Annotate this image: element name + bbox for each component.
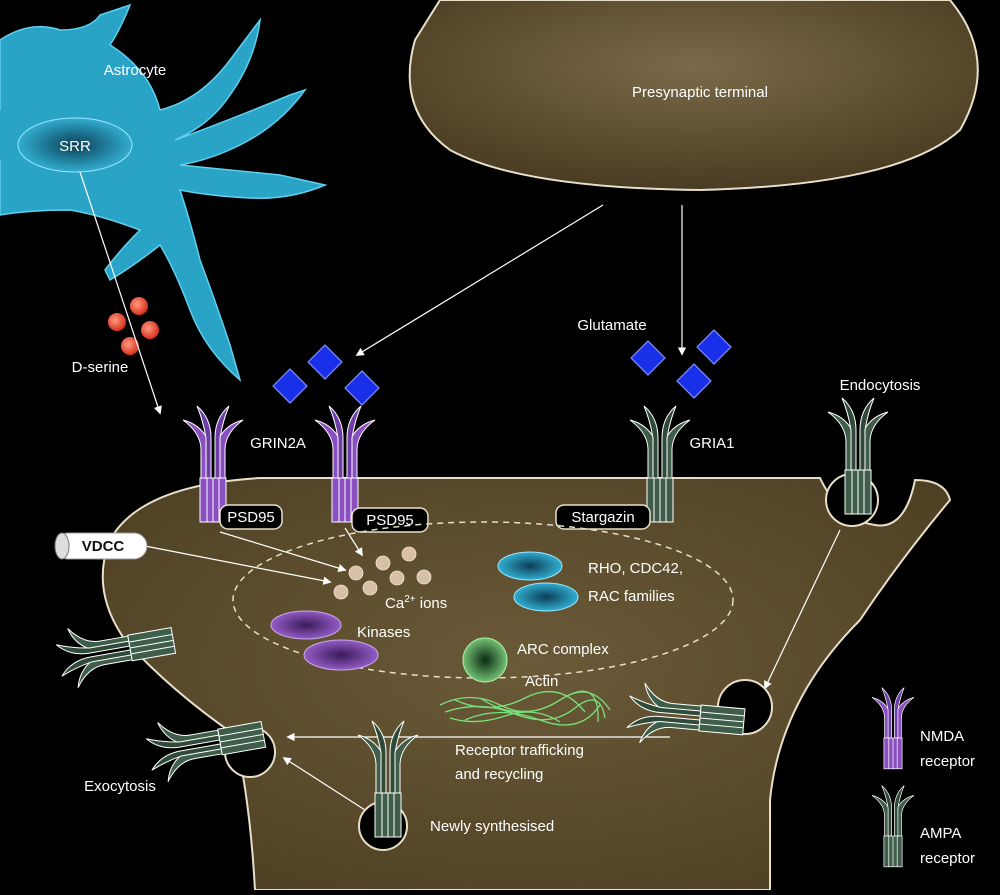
calcium-label: Ca2+ ions [385, 594, 447, 612]
glutamate-molecules [272, 329, 732, 406]
srr-organelle [17, 117, 133, 173]
kinase-1 [270, 610, 342, 640]
stargazin-box: Stargazin [555, 504, 651, 530]
svg-text:VDCC: VDCC [82, 538, 125, 555]
astrocyte [0, 3, 328, 383]
actin-label: Actin [525, 673, 558, 690]
presynaptic-terminal [408, 0, 979, 192]
rho-label-line2: RAC families [588, 588, 675, 605]
kinases-label: Kinases [357, 624, 410, 641]
svg-text:PSD95: PSD95 [366, 512, 414, 529]
legend-ampa-symbol [871, 785, 915, 868]
endocytosis-vesicle [825, 397, 889, 527]
arc-complex-label: ARC complex [517, 641, 609, 658]
svg-text:Stargazin: Stargazin [571, 509, 634, 526]
psd95-right-box: PSD95 [351, 507, 429, 533]
endocytosis-arrow [764, 529, 841, 690]
rho-protein-2 [513, 582, 579, 612]
presynaptic-to-nmda-arrow [355, 204, 604, 356]
newly-synthesised-vesicle [357, 720, 419, 851]
exocytosis-vesicle [143, 704, 276, 785]
new-synthesis-arrow [282, 757, 366, 811]
legend-nmda-symbol [871, 687, 915, 770]
vdcc-channel: VDCC [54, 532, 148, 560]
legend-nmda-line1: NMDA [920, 728, 964, 745]
nmda2-to-calcium-arrow [344, 527, 363, 557]
astrocyte-label: Astrocyte [104, 62, 167, 79]
legend-nmda-line2: receptor [920, 753, 975, 770]
recycling-vesicle [625, 679, 773, 753]
arc-complex [462, 637, 508, 683]
exocytosis-label: Exocytosis [84, 778, 156, 795]
legend-ampa-line2: receptor [920, 850, 975, 867]
rho-protein-1 [497, 551, 563, 581]
legend: NMDA receptor AMPA receptor [871, 687, 975, 868]
grin2a-label: GRIN2A [250, 435, 306, 452]
calcium-ions [333, 546, 432, 600]
psd95-left-box: PSD95 [219, 504, 283, 530]
actin-filaments [439, 690, 611, 726]
presynaptic-terminal-label: Presynaptic terminal [632, 84, 768, 101]
newly-synthesised-label: Newly synthesised [430, 818, 554, 835]
d-serine-molecules [108, 297, 159, 355]
endocytosis-label: Endocytosis [840, 377, 921, 394]
rho-label-line1: RHO, CDC42, [588, 560, 683, 577]
trafficking-label-line1: Receptor trafficking [455, 742, 584, 759]
glutamate-label: Glutamate [577, 317, 646, 334]
trafficking-label-line2: and recycling [455, 766, 543, 783]
vdcc-to-calcium-arrow [144, 545, 332, 585]
d-serine-label: D-serine [72, 359, 129, 376]
kinase-2 [303, 639, 379, 671]
gria1-label: GRIA1 [689, 435, 734, 452]
svg-text:PSD95: PSD95 [227, 509, 275, 526]
arrows [79, 171, 841, 811]
legend-ampa-line1: AMPA [920, 825, 961, 842]
nmda-to-calcium-arrow [219, 531, 347, 573]
srr-to-grin2a-arrow [79, 171, 162, 415]
srr-label: SRR [59, 138, 91, 155]
